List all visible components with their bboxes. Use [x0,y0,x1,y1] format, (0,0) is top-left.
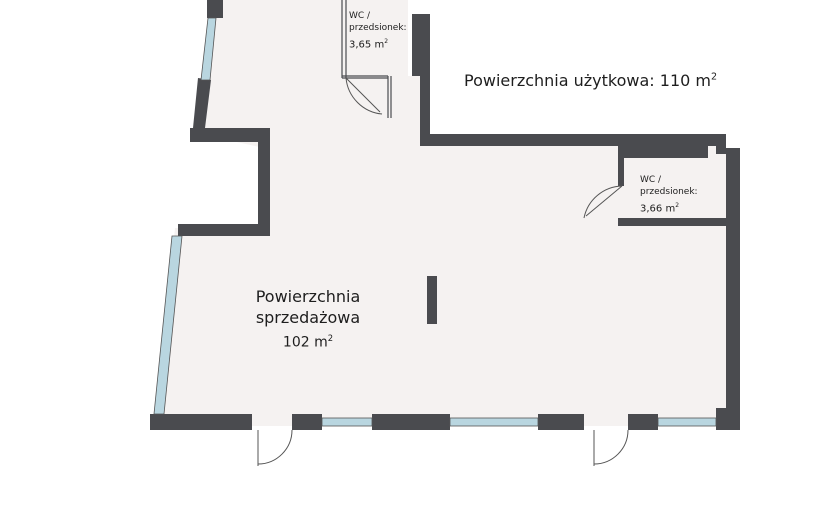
door-wc-right [583,185,623,219]
wc-top-value: 3,65 m [349,39,385,51]
walls [150,0,740,430]
wall-bottom-right [716,408,740,430]
wall-wc-right [408,14,430,76]
wall-bottom-pillar-2 [538,414,584,430]
sales-value: 102 m [282,334,328,351]
door-bottom-right [593,429,629,466]
central-column [427,276,437,324]
wall-notch [190,128,270,236]
wc-top-sup: 2 [384,38,389,45]
sales-line2: sprzedażowa [255,308,361,327]
wall-left-top [207,0,223,18]
wc-top-label: WC / przedsionek: 3,65 m2 [349,10,407,51]
wc-top-partitions [341,0,392,118]
total-area-sup: 2 [711,71,718,83]
wall-right-top-vert [420,76,430,146]
wc-right-label: WC / przedsionek: 3,66 m2 [640,174,698,215]
wc-right-area: 3,66 m2 [640,200,698,215]
wall-right-vert [716,134,726,154]
windows [153,17,717,427]
wc-top-area: 3,65 m2 [349,36,407,51]
wc-right-value: 3,66 m [640,203,676,215]
sales-area: 102 m2 [244,328,372,354]
window-left-long [153,235,183,415]
window-bottom-3 [657,417,717,427]
doors [257,77,629,466]
wall-wc2-top [618,146,708,158]
wall-bottom-pillar-1 [372,414,450,430]
floor-area [156,0,734,426]
wall-wc2-left [618,146,624,186]
wall-left-mid [193,78,211,128]
wc-right-sup: 2 [675,202,680,209]
window-bottom-2 [449,417,539,427]
wall-bottom-left [150,414,252,430]
sales-area-label: Powierzchnia sprzedażowa 102 m2 [244,286,372,354]
door-wc-top [345,77,383,115]
door-bottom-left [257,429,293,466]
wc-top-line2: przedsionek: [349,23,407,33]
wall-right-outer [726,148,740,430]
sales-line1: Powierzchnia [255,287,361,306]
window-bottom-1 [321,417,373,427]
wall-wc2-bottom [618,218,726,226]
total-area-text: Powierzchnia użytkowa: [464,71,655,90]
total-area-value: 110 m [659,71,711,90]
wall-top-horizontal [420,134,716,146]
wall-wc-right-inner [408,14,412,76]
wc-right-line1: WC / [640,175,662,185]
wall-door-jamb-1 [292,414,322,430]
wc-right-line2: przedsionek: [640,187,698,197]
total-area-label: Powierzchnia użytkowa: 110 m2 [464,71,717,90]
wall-door-jamb-2 [628,414,658,430]
sales-sup: 2 [327,333,334,343]
window-left-top [200,17,217,81]
wall-notch-bottom [178,224,270,236]
wc-top-line1: WC / [349,11,371,21]
